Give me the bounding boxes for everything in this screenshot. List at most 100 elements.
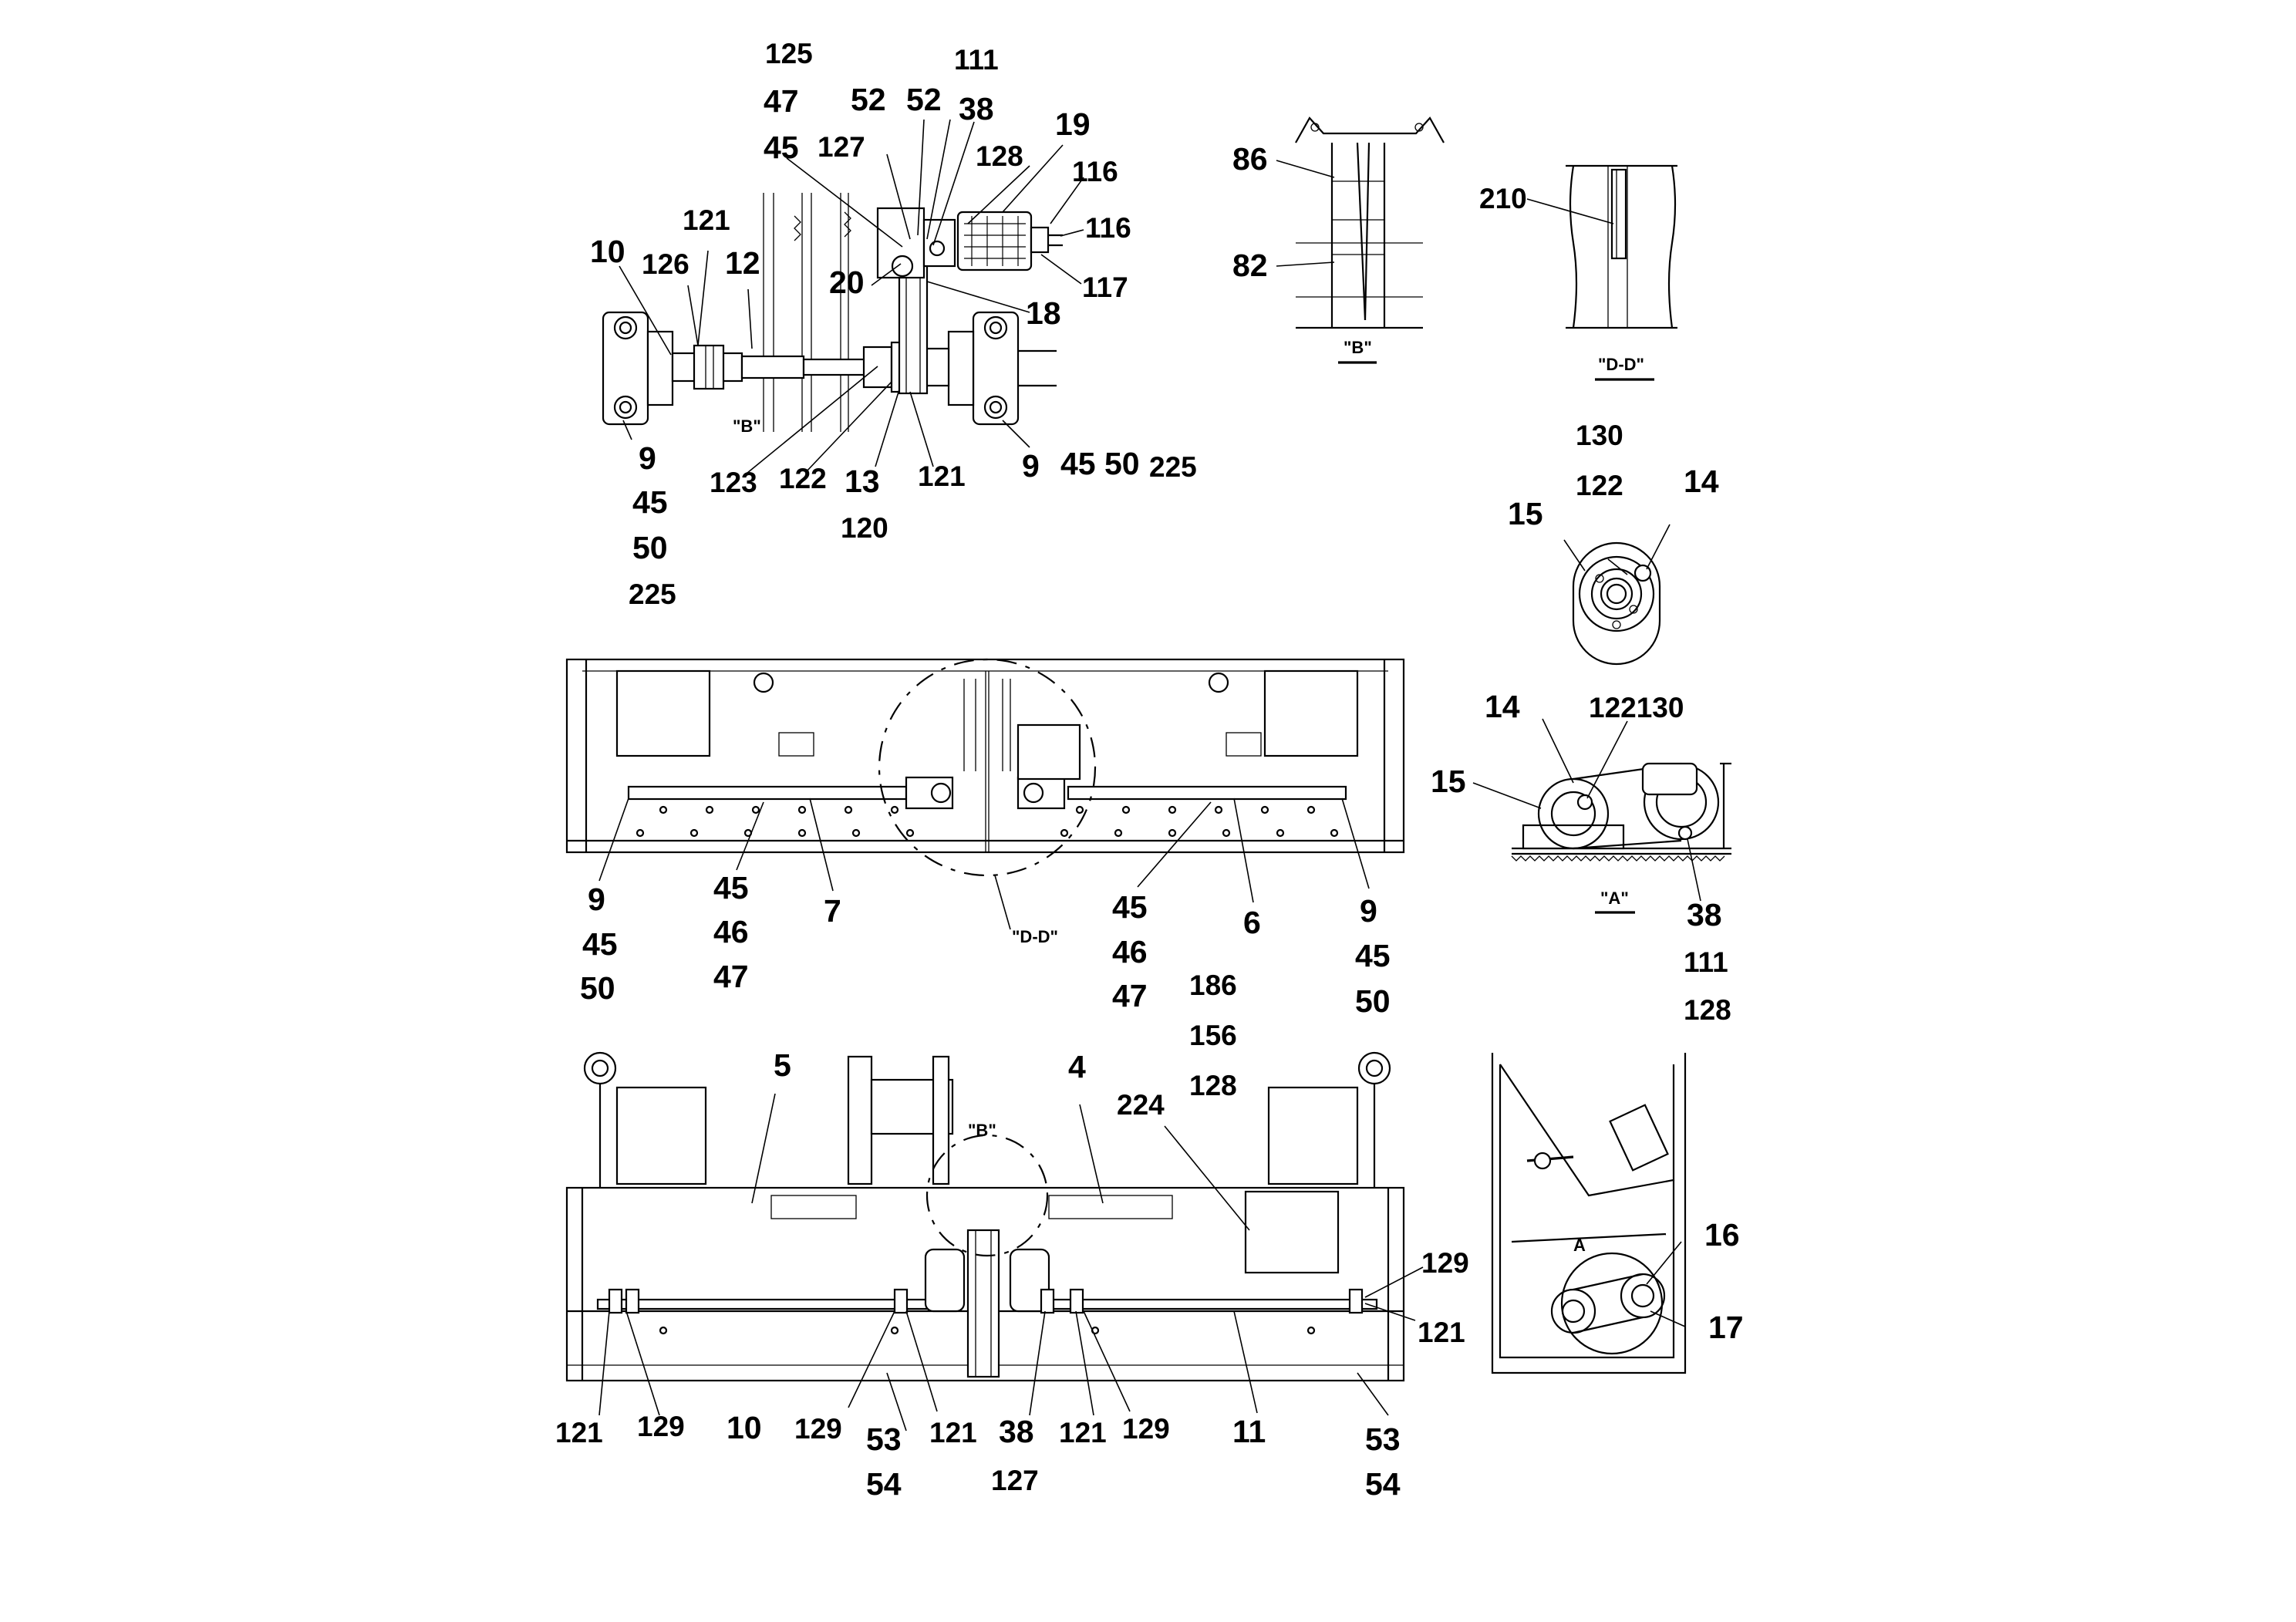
callout-15-pulley: 15 (1508, 496, 1543, 531)
bottom-bolt-row (659, 1326, 1316, 1335)
callout-12: 12 (725, 245, 760, 281)
callout-125: 125 (765, 38, 813, 69)
callout-129-mid-right: 129 (1122, 1413, 1170, 1445)
callouts-bottom: 5 4 224 129 121 121 129 10 129 53 54 121… (555, 1047, 1469, 1502)
callout-10-bottom: 10 (727, 1410, 762, 1445)
detail-b-leader-lines (619, 119, 1084, 477)
callout-50-left: 50 (632, 530, 668, 565)
callout-123: 123 (710, 467, 757, 498)
callout-45-mid-left: 45 (582, 926, 618, 962)
callout-120: 120 (841, 512, 888, 544)
callout-46-mid-a: 46 (713, 914, 749, 949)
callout-38-bottom: 38 (999, 1414, 1034, 1449)
callout-45-mid-b: 45 (1112, 889, 1148, 925)
callout-82: 82 (1232, 248, 1268, 283)
bottom-assembly (565, 1051, 1424, 1431)
side-view (1491, 1053, 1687, 1374)
callout-15-a: 15 (1431, 764, 1466, 799)
callout-129-right: 129 (1421, 1247, 1469, 1279)
callout-45-right: 45 (1060, 446, 1096, 481)
callout-116-b: 116 (1085, 212, 1131, 244)
callout-14-a: 14 (1485, 689, 1520, 724)
callout-111: 111 (954, 44, 999, 76)
callout-50-mid-right: 50 (1355, 983, 1391, 1019)
middle-bolt-row (636, 805, 1339, 838)
callout-47-mid-b: 47 (1112, 978, 1148, 1013)
callout-122: 122 (779, 463, 827, 494)
callout-111-a: 111 (1684, 946, 1728, 978)
callouts-middle: 9 45 50 45 46 47 7 45 46 47 6 9 45 50 18… (580, 870, 1391, 1101)
callout-9-right: 9 (1022, 448, 1040, 484)
view-dd-detail (1526, 164, 1677, 329)
callout-17: 17 (1708, 1310, 1744, 1345)
callout-52-a: 52 (851, 82, 886, 117)
callout-4: 4 (1068, 1049, 1086, 1084)
callout-9-left: 9 (639, 440, 656, 476)
callout-9-mid-right: 9 (1360, 893, 1377, 929)
callout-186: 186 (1189, 969, 1237, 1001)
callout-13: 13 (845, 464, 880, 499)
callout-53-left: 53 (866, 1421, 902, 1457)
callout-50-right: 50 (1104, 446, 1140, 481)
callout-129-mid-left: 129 (794, 1413, 842, 1445)
callouts-view-dd: 210 "D-D" (1479, 183, 1654, 381)
pulley-view (1563, 524, 1671, 666)
callout-128-mid: 128 (1189, 1070, 1237, 1101)
callout-50-mid-left: 50 (580, 970, 615, 1006)
callout-116-a: 116 (1072, 156, 1118, 187)
callout-210: 210 (1479, 183, 1527, 214)
callout-45-left: 45 (632, 484, 668, 520)
callout-86: 86 (1232, 141, 1268, 177)
callout-47: 47 (764, 83, 799, 119)
callout-16: 16 (1704, 1217, 1740, 1253)
callout-127: 127 (818, 131, 865, 163)
callout-52-b: 52 (906, 82, 942, 117)
callout-14-pulley: 14 (1684, 464, 1719, 499)
callout-225-right: 225 (1149, 451, 1197, 483)
section-label-dd: "D-D" (1012, 927, 1058, 946)
callouts-pulley: 130 122 14 15 (1508, 420, 1719, 531)
callouts-view-a: 14 122130 15 "A" 38 111 128 (1431, 689, 1731, 1026)
callout-45: 45 (764, 130, 799, 165)
callout-127-bottom: 127 (991, 1465, 1039, 1496)
callout-121-mid-left: 121 (929, 1417, 977, 1448)
callout-45-mid-a: 45 (713, 870, 749, 905)
middle-assembly (565, 658, 1405, 930)
callout-225-left: 225 (629, 578, 676, 610)
callout-126: 126 (642, 248, 689, 280)
callout-121-mid-right: 121 (1059, 1417, 1107, 1448)
callout-54-right: 54 (1365, 1466, 1401, 1502)
callout-5: 5 (774, 1047, 791, 1083)
caption-view-dd: "D-D" (1598, 355, 1644, 374)
callout-18: 18 (1026, 295, 1061, 331)
view-b-detail (1276, 116, 1445, 329)
callouts-view-b: 86 82 "B" (1232, 141, 1377, 364)
callout-121-right: 121 (1418, 1317, 1465, 1348)
callout-38: 38 (959, 91, 994, 126)
callout-20: 20 (829, 265, 865, 300)
section-label-a: A (1573, 1236, 1586, 1255)
callout-130: 130 (1576, 420, 1623, 451)
section-label-b-top: "B" (733, 416, 761, 436)
callout-129-left: 129 (637, 1411, 685, 1442)
callout-121: 121 (683, 204, 730, 236)
callout-121-b: 121 (918, 460, 966, 492)
caption-view-b: "B" (1344, 338, 1372, 357)
callout-128: 128 (976, 140, 1023, 172)
callout-19: 19 (1055, 106, 1091, 142)
callout-156: 156 (1189, 1020, 1237, 1051)
callout-117: 117 (1082, 271, 1128, 303)
view-a-detail (1472, 718, 1731, 902)
detail-b-shaft-assembly (602, 193, 1063, 432)
callout-224: 224 (1117, 1089, 1165, 1121)
callout-9-mid-left: 9 (588, 882, 605, 917)
callout-47-mid-a: 47 (713, 959, 749, 994)
callout-122130: 122130 (1589, 692, 1684, 723)
section-label-b-bottom: "B" (968, 1121, 996, 1140)
callout-53-right: 53 (1365, 1421, 1401, 1457)
callout-7: 7 (824, 893, 841, 929)
caption-view-a: "A" (1600, 889, 1629, 908)
callout-122-pulley: 122 (1576, 470, 1623, 501)
callout-45-mid-right: 45 (1355, 938, 1391, 973)
